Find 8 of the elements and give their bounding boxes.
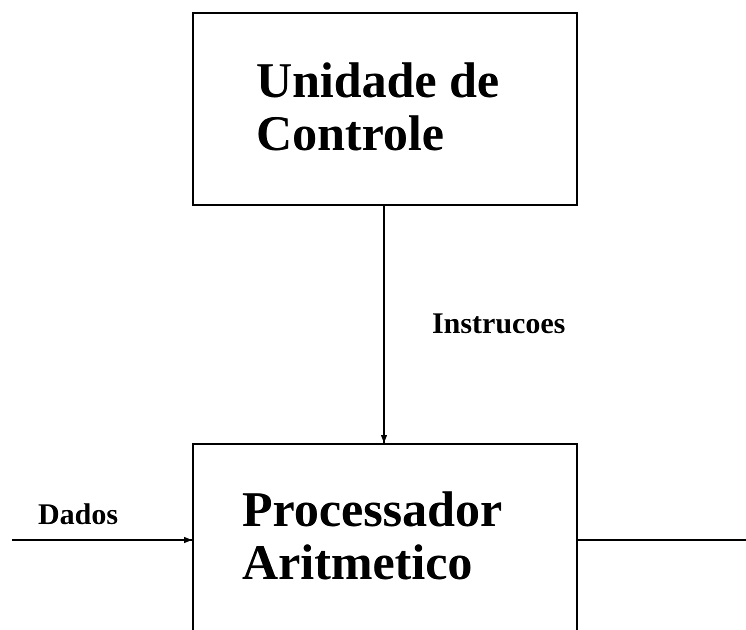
edge-label: Instrucoes bbox=[432, 307, 566, 341]
process-box bbox=[192, 12, 578, 206]
arrow bbox=[380, 206, 388, 443]
process-box bbox=[192, 443, 578, 630]
box-label: Unidade de Controle bbox=[256, 54, 500, 159]
arrow bbox=[12, 536, 192, 544]
edge-label: Dados bbox=[38, 498, 118, 532]
box-label: Processador Aritmetico bbox=[242, 483, 502, 588]
